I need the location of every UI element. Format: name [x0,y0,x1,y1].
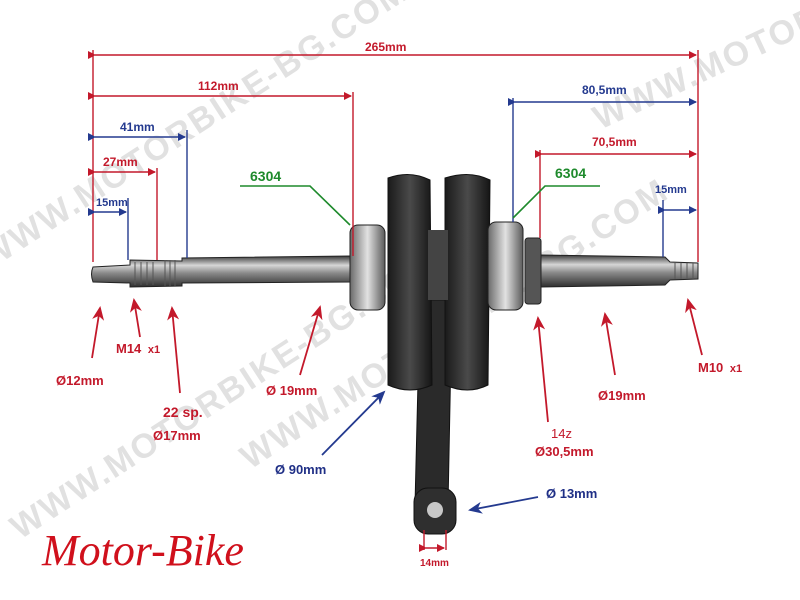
brand-logo-text: Motor-Bike [41,526,244,575]
callout-splines-diameter: Ø17mm [153,428,201,443]
callout-m10-pitch: x1 [730,363,742,375]
callout-m10: M10 x1 [698,360,742,375]
left-bearing [349,224,386,311]
extension-lines [92,50,699,550]
left-crank-web [387,174,433,391]
right-bearing [487,221,524,311]
crank-pin [428,230,448,300]
dimension-lines [88,51,697,552]
dim-label-14: 14mm [420,558,449,569]
bearing-leaders [240,185,600,226]
callout-m14: M14 x1 [116,341,160,356]
callout-m14-pitch: x1 [148,344,160,356]
dim-label-15-left: 15mm [96,197,128,209]
callout-gear-teeth: 14z [551,426,572,441]
callout-d90: Ø 90mm [275,462,326,477]
bearing-label-right: 6304 [555,165,586,181]
dim-label-265: 265mm [365,40,406,54]
callout-m10-size: M10 [698,360,723,375]
callout-arrows [91,298,703,514]
callout-splines-count: 22 sp. [163,404,203,420]
bearing-label-left: 6304 [250,168,281,184]
dim-label-27: 27mm [103,155,138,169]
dim-label-80-5: 80,5mm [582,83,627,97]
thread-lines [674,263,694,279]
dim-label-112: 112mm [198,79,239,93]
right-shaft [540,254,699,288]
callout-m14-size: M14 [116,341,142,356]
small-end-bore [427,502,443,518]
left-shaft [91,255,351,288]
callout-gear-diameter: Ø30,5mm [535,444,594,459]
callout-d12: Ø12mm [56,373,104,388]
drive-gear [524,237,542,305]
dim-label-41: 41mm [120,120,155,134]
watermark-text: WWW.MOTORBIKE-BG.COM [587,0,800,137]
callout-d13: Ø 13mm [546,486,597,501]
thread-lines [134,260,176,286]
callout-d19-right: Ø19mm [598,388,646,403]
crankshaft-part [91,174,699,535]
dim-label-15-right: 15mm [655,184,687,196]
right-crank-web [444,174,491,391]
callout-d19-left: Ø 19mm [266,383,317,398]
dim-label-70-5: 70,5mm [592,135,637,149]
